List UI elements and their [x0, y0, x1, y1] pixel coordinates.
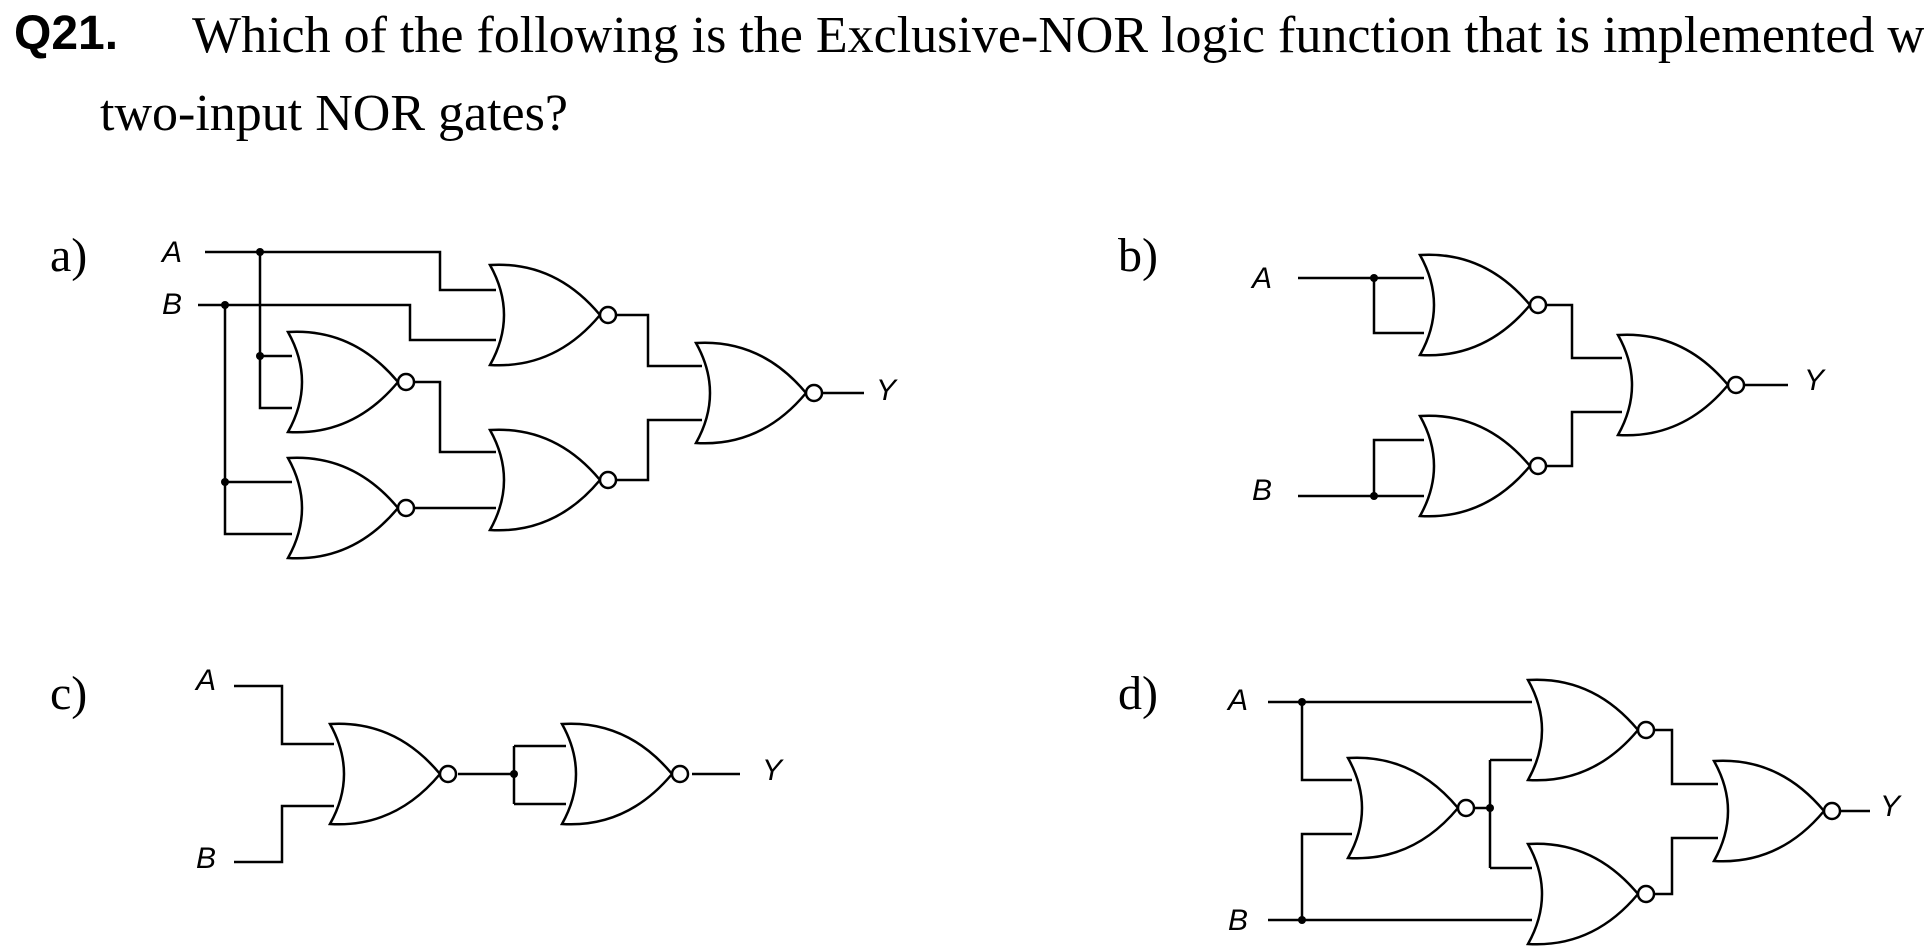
question-text-line-2: two-input NOR gates? [100, 85, 568, 142]
circuit-a-output-y: Y [876, 374, 898, 407]
option-d-label[interactable]: d) [1118, 667, 1158, 720]
question-number: Q21. [14, 7, 119, 60]
circuit-c-input-a: A [194, 664, 216, 697]
circuit-d-input-a: A [1226, 684, 1248, 717]
option-b-label[interactable]: b) [1118, 229, 1158, 282]
circuit-b-output-y: Y [1804, 364, 1826, 397]
circuit-b-input-b: B [1252, 474, 1272, 507]
circuit-a-input-b: B [162, 288, 182, 321]
circuit-c-input-b: B [196, 842, 216, 875]
circuit-c: A B Y [194, 664, 784, 875]
option-c-label[interactable]: c) [50, 667, 88, 720]
option-a-label[interactable]: a) [50, 229, 88, 282]
question-text-line-1: Which of the following is the Exclusive-… [192, 7, 1924, 64]
circuit-b-input-a: A [1250, 262, 1272, 295]
circuit-a: A B Y [160, 236, 898, 560]
circuit-d-output-y: Y [1880, 790, 1902, 823]
circuit-d: A B Y [1226, 678, 1902, 946]
circuit-c-output-y: Y [762, 754, 784, 787]
circuit-b: A B Y [1250, 253, 1826, 518]
circuit-a-input-a: A [160, 236, 182, 269]
circuit-d-input-b: B [1228, 904, 1248, 937]
